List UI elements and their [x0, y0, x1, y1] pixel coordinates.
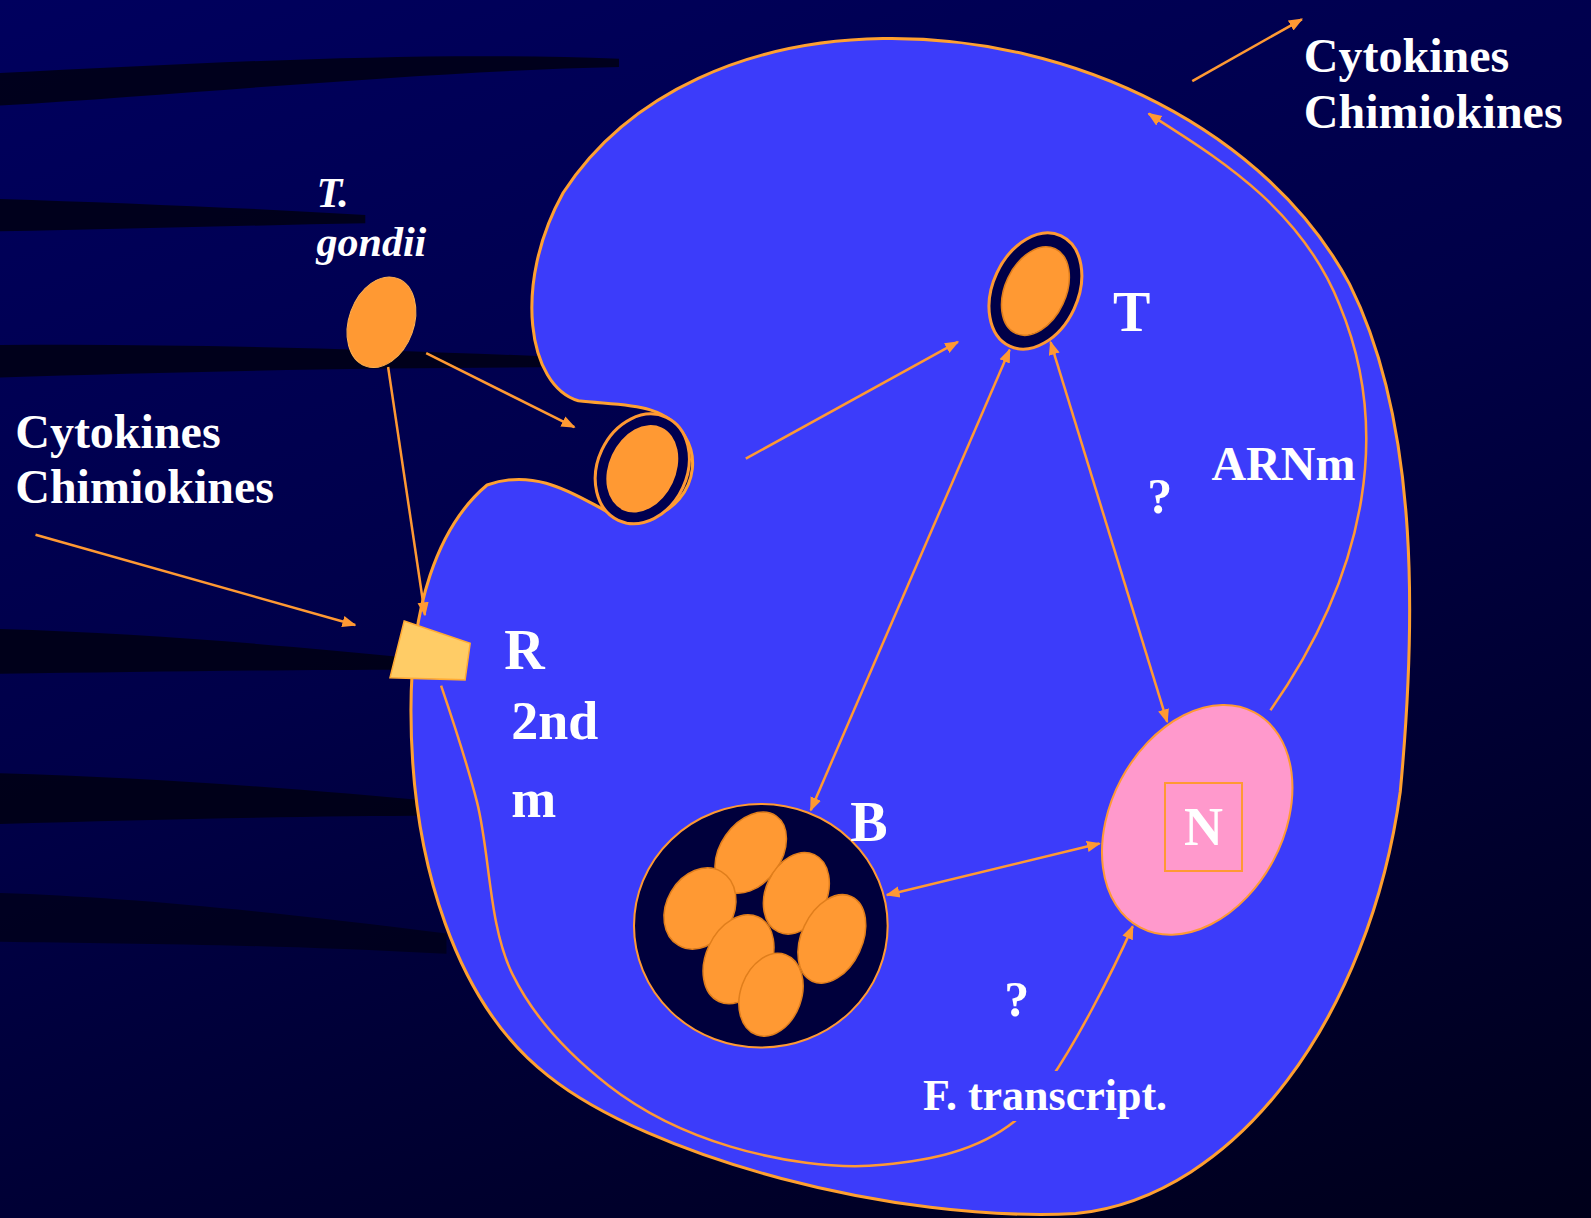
- vacuole-ellipse: [986, 230, 1085, 352]
- vacuole-label: B: [850, 790, 887, 854]
- parasite-ellipse: [988, 236, 1083, 346]
- nucleus-node: N: [1099, 702, 1295, 938]
- text-holder: T: [1113, 280, 1150, 344]
- parasite-name: T. gondii: [317, 169, 427, 266]
- text-holder: T. gondii: [317, 169, 427, 266]
- text-holder: Cytokines Chimiokines: [15, 404, 274, 514]
- shadow-streak: [0, 199, 365, 231]
- connector-arrow: [887, 843, 1100, 894]
- connector-arrow: [811, 350, 1010, 810]
- receptor-symbol: [390, 621, 470, 680]
- parasite-ellipse: [335, 268, 428, 378]
- shadow-streak: [0, 56, 619, 105]
- text-holder: ?: [1143, 468, 1176, 526]
- cell-outline: [411, 38, 1410, 1214]
- phagocytic-vacuole: [578, 398, 707, 539]
- text-holder: F. transcript.: [919, 1071, 1171, 1122]
- mrna-arrow: [1149, 114, 1367, 711]
- nucleus-ellipse: [1064, 672, 1331, 968]
- text-holder: N: [1164, 782, 1243, 872]
- parasite-ellipse: [344, 274, 419, 370]
- parasite-node: T. gondii: [344, 274, 419, 370]
- edge-label: ?: [1143, 468, 1176, 526]
- parasite-ellipse: [728, 944, 814, 1045]
- shadow-streak: [0, 773, 436, 824]
- receptor-node: R: [387, 618, 474, 683]
- parasite-ellipse: [593, 413, 692, 524]
- connector-arrow: [388, 367, 425, 615]
- text-holder: B: [850, 790, 887, 854]
- vacuole-label: T: [1113, 280, 1150, 344]
- shadow-streak: [0, 893, 446, 954]
- receptor-label: R: [504, 618, 544, 682]
- secretion-arrow: [1192, 19, 1302, 81]
- text-holder: ARNm: [1207, 436, 1359, 491]
- nucleus-label: N: [1164, 782, 1243, 872]
- vacuole-ellipse: [971, 218, 1100, 364]
- signal-label: Cytokines Chimiokines: [15, 404, 274, 514]
- text-holder: Cytokines Chimiokines: [1304, 28, 1563, 138]
- text-holder: R: [504, 618, 544, 682]
- receptor-symbol: [387, 618, 474, 683]
- vacuole-node: T: [986, 230, 1085, 352]
- edge-label: ?: [1000, 971, 1033, 1029]
- shadow-streak: [0, 629, 406, 674]
- edge-label: F. transcript.: [919, 1071, 1171, 1122]
- shadow-streak: [0, 345, 568, 378]
- text-holder: ?: [1000, 971, 1033, 1029]
- text-holder: 2nd m: [507, 682, 602, 839]
- mrna-label: ARNm: [1207, 436, 1359, 491]
- signal-label: Cytokines Chimiokines: [1304, 28, 1563, 138]
- messenger-label: 2nd m: [507, 682, 602, 839]
- entry-arrow: [426, 353, 574, 427]
- vacuole-node: B: [631, 801, 891, 1051]
- signal-arrow: [36, 535, 356, 625]
- entry-arrow: [746, 342, 958, 459]
- connector-arrow: [1051, 342, 1168, 722]
